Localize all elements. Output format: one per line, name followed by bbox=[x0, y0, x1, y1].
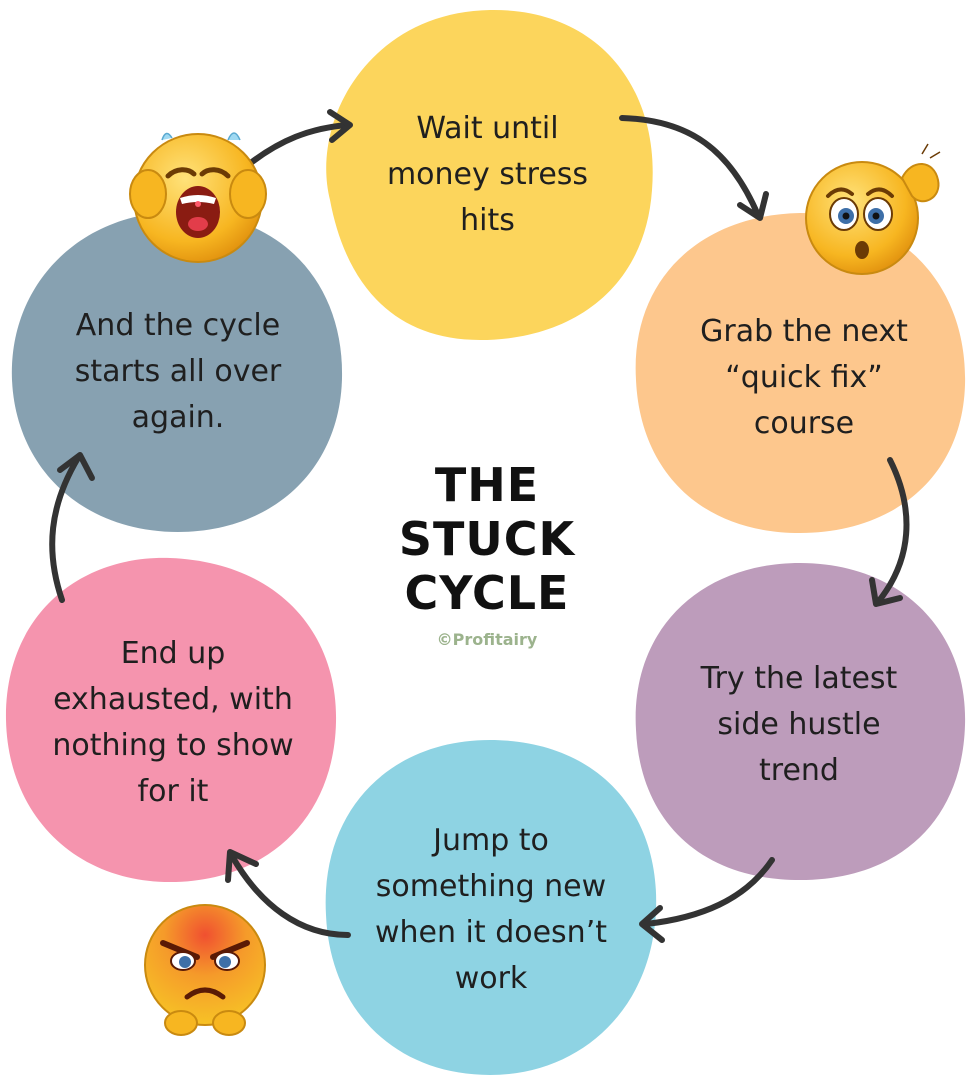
diagram-title: THE STUCK CYCLE bbox=[398, 458, 576, 620]
step-label-5: End up exhausted, with nothing to show f… bbox=[52, 636, 294, 809]
step-circle-1 bbox=[326, 9, 653, 341]
step-circle-4 bbox=[325, 740, 657, 1075]
step-label-6: And the cycle starts all over again. bbox=[74, 308, 282, 435]
step-label-3: Try the latest side hustle trend bbox=[700, 661, 898, 788]
arrow-6-head bbox=[57, 452, 95, 481]
crying-face-icon bbox=[129, 132, 267, 263]
step-circle-3 bbox=[635, 563, 966, 880]
arrow-2-head bbox=[737, 191, 769, 221]
arrow-3 bbox=[875, 457, 910, 605]
arrow-1 bbox=[245, 122, 351, 168]
step-label-1: Wait until money stress hits bbox=[386, 111, 589, 238]
confused-face-icon bbox=[805, 143, 941, 275]
arrow-5-head bbox=[225, 849, 259, 883]
arrow-4 bbox=[643, 857, 775, 927]
step-circle-6 bbox=[11, 212, 343, 532]
arrow-2 bbox=[619, 115, 761, 218]
step-circle-5 bbox=[5, 557, 337, 882]
angry-face-icon bbox=[144, 904, 266, 1036]
step-label-4: Jump to something new when it doesn’t wo… bbox=[375, 823, 607, 996]
arrow-4-head bbox=[639, 905, 665, 943]
step-circle-2 bbox=[635, 213, 966, 533]
credit-text: ©Profitairy bbox=[436, 630, 538, 649]
arrow-1-head bbox=[327, 109, 353, 143]
arrow-3-head bbox=[869, 577, 903, 607]
arrow-6 bbox=[49, 455, 81, 603]
arrow-5 bbox=[229, 853, 351, 938]
step-label-2: Grab the next “quick fix” course bbox=[700, 314, 908, 441]
